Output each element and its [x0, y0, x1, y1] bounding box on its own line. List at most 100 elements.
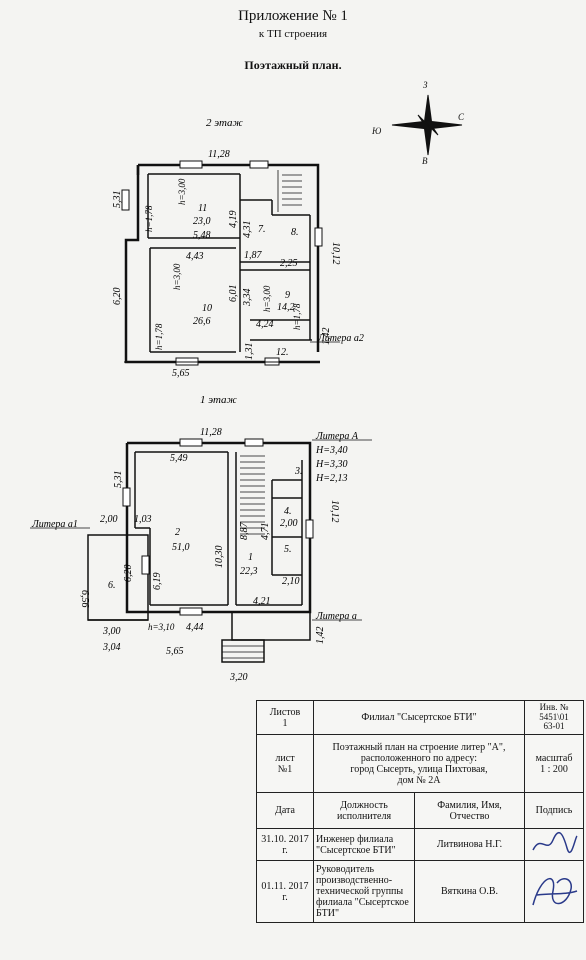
f1-room-1-area: 22,3 [240, 566, 258, 577]
f1-litera-a1: Литера а1 [31, 519, 78, 530]
f1-dim-471: 4,71 [260, 523, 271, 541]
f2-dim-right: 10,12 [330, 242, 341, 265]
f1-room-3: 3. [294, 466, 303, 477]
f1-room-6: 6. [108, 580, 116, 591]
stamp-row1-name: Литвинова Н.Г. [414, 828, 525, 861]
f1-dim-887: 8,87 [239, 522, 250, 541]
appendix-subtitle: к ТП строения [258, 28, 328, 40]
f1-litera-a: Литера А [315, 431, 359, 442]
f1-dim-left: 5,31 [113, 471, 124, 489]
floor2-label: 2 этаж [206, 117, 244, 129]
stamp-row2-date: 01.11. 2017 г. [256, 860, 314, 923]
f2-room-11-area: 23,0 [193, 216, 211, 227]
f2-h178-r9: h=1,78 [292, 303, 302, 330]
f1-litera-a-porch: Литера а [315, 611, 357, 622]
f2-room-9-area: 14,2 [277, 302, 295, 313]
f2-room-11: 11 [198, 203, 207, 214]
stamp-desc-line1: Поэтажный план на строение литер "А", [332, 741, 506, 753]
floor1-windows [122, 438, 314, 616]
f1-dim-right: 10,12 [329, 500, 340, 523]
plan-title: Поэтажный план. [244, 58, 342, 72]
f1-dim-549: 5,49 [170, 453, 188, 464]
f2-dim-334: 3,34 [242, 289, 253, 308]
compass-west: Ю [371, 126, 382, 136]
f2-dim-601: 6,01 [228, 285, 239, 303]
f1-dim-300: 3,00 [102, 626, 121, 637]
stamp-col-sign: Подпись [524, 792, 584, 829]
f2-dim-left-upper: 5,31 [112, 191, 123, 209]
stamp-sheet-label: лист [275, 752, 295, 764]
floor1-stairs [240, 455, 265, 535]
f2-h300-r9: h=3,00 [262, 285, 272, 312]
compass-north: З [423, 80, 428, 90]
stamp-desc-line3: город Сысерть, улица Пихтовая, [350, 763, 488, 775]
stamp-desc-line4: дом № 2А [397, 774, 441, 786]
f1-dim-200: 2,00 [100, 514, 118, 525]
f2-dim-bottom: 5,65 [172, 368, 190, 379]
f2-dim-left-lower: 6,20 [112, 288, 123, 306]
f1-height-3: H=2,13 [315, 473, 347, 484]
f1-dim-103: 1,03 [134, 514, 152, 525]
f1-height-2: H=3,30 [315, 459, 347, 470]
f1-room-1: 1 [248, 552, 253, 563]
signature-1-icon [532, 831, 578, 854]
f1-h310: h=3,10 [148, 622, 175, 632]
stamp-row2-position: Руководитель производственно-технической… [313, 860, 415, 923]
stamp-org: Филиал "Сысертское БТИ" [313, 700, 525, 735]
appendix-title: Приложение № 1 [238, 8, 348, 24]
f2-room-11-dim: 5,48 [193, 230, 211, 241]
stamp-row1-position: Инженер филиала "Сысертское БТИ" [313, 828, 415, 861]
f2-room-7: 7. [258, 224, 266, 235]
f2-dim-424: 4,24 [256, 319, 274, 330]
f2-dim-top: 11,28 [208, 149, 230, 160]
stamp-sheet-no: №1 [277, 763, 293, 775]
f2-room-8: 8. [291, 227, 299, 238]
signature-2-icon [532, 877, 578, 906]
stamp-row1-signature [524, 828, 584, 861]
floor-plan-drawing: З В Ю С 2 этаж [30, 80, 465, 683]
f1-dim-320: 3,20 [229, 672, 248, 683]
f1-dim-1030: 10,30 [214, 546, 225, 569]
compass-icon: З В Ю С [371, 80, 465, 166]
f1-dim-200b: 2,00 [280, 518, 298, 529]
f1-dim-565: 5,65 [166, 646, 184, 657]
floor2-stairs [277, 170, 302, 212]
f1-dim-656: 6,56 [79, 590, 90, 608]
f1-dim-top: 11,28 [200, 427, 222, 438]
stamp-inv-label: Инв. № [539, 701, 569, 712]
f1-dim-421: 4,21 [253, 596, 271, 607]
f2-h300-r11: h=3,00 [177, 178, 187, 205]
f1-dim-142: 1,42 [315, 627, 326, 645]
f1-room-4: 4. [284, 506, 292, 517]
stamp-col-name: Фамилия, Имя, Отчество [414, 792, 525, 829]
stamp-row2-signature [524, 860, 584, 923]
f2-room-10-area: 26,6 [193, 316, 211, 327]
compass-south: В [422, 156, 428, 166]
floor2-partitions [147, 173, 312, 353]
f1-room-2-area: 51,0 [172, 542, 190, 553]
f1-room-5: 5. [284, 544, 292, 555]
floor1-partitions [134, 451, 303, 606]
floor1-porch-a [221, 611, 311, 663]
floor1-label: 1 этаж [200, 394, 238, 406]
f1-height-1: H=3,40 [315, 445, 347, 456]
f2-room-10: 10 [202, 303, 212, 314]
floor1-annex-a1 [87, 534, 149, 621]
f2-dim-131: 1,31 [244, 343, 255, 361]
stamp-inv-value2: 63-01 [543, 721, 565, 732]
stamp-desc-line2: расположенного по адресу: [360, 752, 478, 764]
stamp-scale-label: масштаб [535, 752, 573, 764]
f2-h178-r11: h=1,78 [144, 205, 154, 232]
stamp-inv-value1: 5451\01 [539, 711, 569, 722]
compass-east: С [458, 112, 465, 122]
f2-dim-225: 2,25 [280, 258, 298, 269]
stamp-col-date: Дата [256, 792, 314, 829]
f2-dim-443: 4,43 [186, 251, 204, 262]
stamp-description: Поэтажный план на строение литер "А",рас… [313, 734, 525, 793]
f2-dim-431: 4,31 [242, 221, 253, 239]
f2-dim-419: 4,19 [228, 211, 239, 229]
